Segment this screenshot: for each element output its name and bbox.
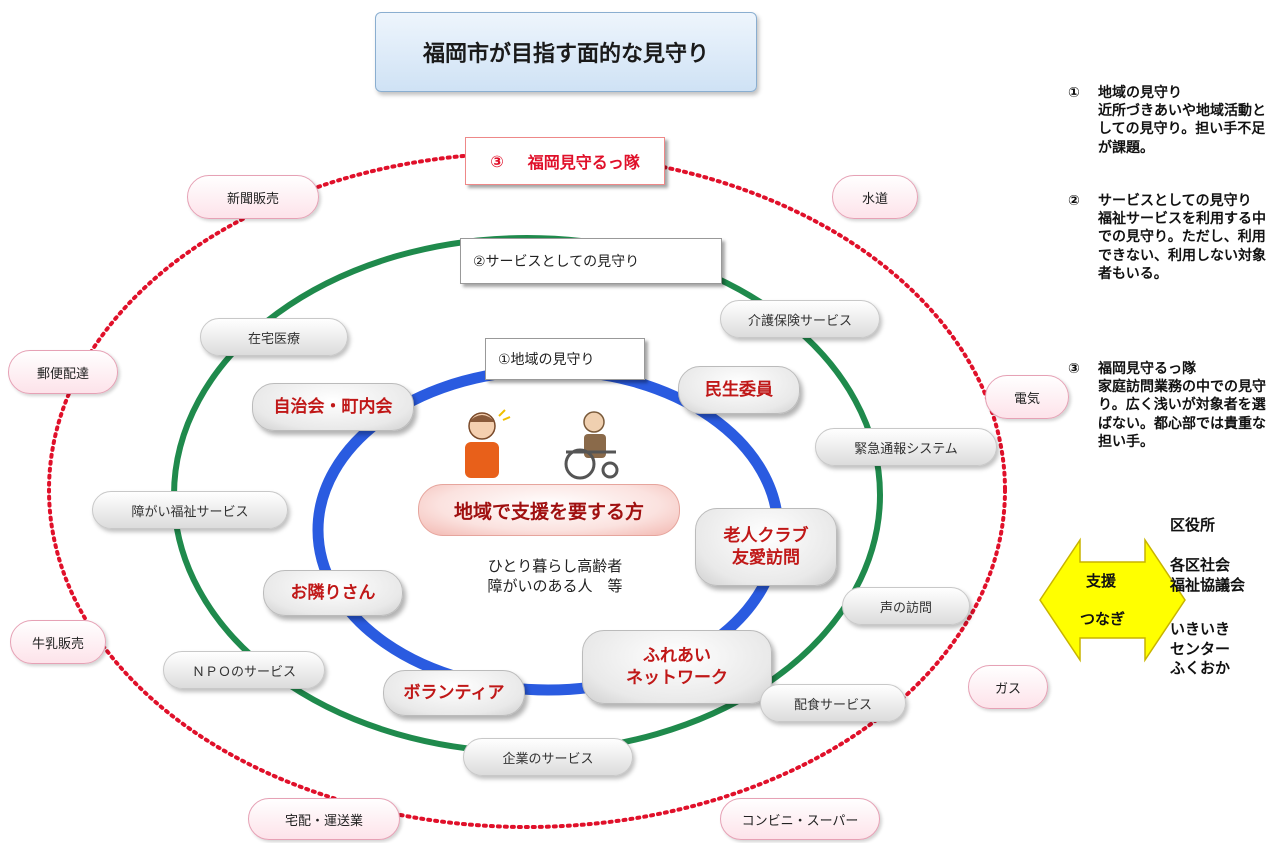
note-3-heading: 福岡見守るっ隊 bbox=[1098, 361, 1196, 377]
note-2-number: ② bbox=[1068, 193, 1080, 209]
note-1-body: 近所づきあいや地域活動としての見守り。担い手不足が課題。 bbox=[1098, 103, 1266, 156]
group-otonari: お隣りさん bbox=[263, 570, 403, 616]
note-2-heading: サービスとしての見守り bbox=[1098, 193, 1252, 209]
wheelchair-user-icon bbox=[564, 411, 619, 480]
agency-ikiiki: いきいき センター ふくおか bbox=[1170, 620, 1230, 679]
support-label: 支援 bbox=[1086, 572, 1117, 590]
group-fureai-network: ふれあい ネットワーク bbox=[582, 630, 772, 704]
partner-conbini: コンビニ・スーパー bbox=[720, 798, 880, 840]
service-haishoku: 配食サービス bbox=[760, 684, 906, 722]
note-2: ② サービスとしての見守り 福祉サービスを利用する中での見守り。ただし、利用できな… bbox=[1068, 192, 1274, 283]
partner-gas: ガス bbox=[968, 665, 1048, 709]
outer-label-number: ③ bbox=[490, 151, 504, 171]
page-title: 福岡市が目指す面的な見守り bbox=[375, 12, 757, 92]
service-kinkyu: 緊急通報システム bbox=[815, 428, 997, 466]
group-minsei: 民生委員 bbox=[678, 366, 800, 414]
fureai-line-2: ネットワーク bbox=[626, 668, 728, 688]
group-jichikai: 自治会・町内会 bbox=[252, 383, 414, 431]
note-2-body: 福祉サービスを利用する中での見守り。ただし、利用できない、利用しない対象者もいる… bbox=[1098, 211, 1266, 282]
elderly-person-icon bbox=[465, 409, 511, 478]
service-kaigo: 介護保険サービス bbox=[720, 300, 880, 338]
service-koe: 声の訪問 bbox=[842, 587, 970, 625]
note-1-number: ① bbox=[1068, 85, 1080, 101]
center-sub-line-1: ひとり暮らし高齢者 bbox=[487, 557, 623, 575]
note-3-body: 家庭訪問業務の中での見守り。広く浅いが対象者を選ばない。都心部では貴重な担い手。 bbox=[1098, 379, 1266, 450]
center-sub-line-2: 障がいのある人 等 bbox=[487, 577, 623, 596]
partner-takuhai: 宅配・運送業 bbox=[248, 798, 400, 840]
service-zaitaku: 在宅医療 bbox=[200, 318, 348, 356]
inner-ring-label: ①地域の見守り bbox=[485, 338, 645, 380]
note-1-heading: 地域の見守り bbox=[1098, 85, 1182, 101]
middle-ring-label: ②サービスとしての見守り bbox=[460, 238, 722, 284]
service-npo: ＮＰＯのサービス bbox=[163, 651, 325, 689]
group-volunteer: ボランティア bbox=[383, 670, 525, 716]
partner-denki: 電気 bbox=[985, 375, 1069, 419]
fureai-line-1: ふれあい bbox=[643, 645, 711, 666]
agency-shakyo-line-2: 福祉協議会 bbox=[1170, 575, 1246, 594]
agency-ikiiki-line-2: センター bbox=[1170, 639, 1231, 658]
partner-yusei: 郵便配達 bbox=[8, 350, 118, 394]
service-shogai: 障がい福祉サービス bbox=[92, 491, 288, 529]
outer-ring-label: ③ 福岡見守るっ隊 bbox=[465, 137, 665, 185]
agency-shakyo: 各区社会 福祉協議会 bbox=[1170, 556, 1245, 595]
partner-suido: 水道 bbox=[832, 175, 918, 219]
note-1: ① 地域の見守り 近所づきあいや地域活動としての見守り。担い手不足が課題。 bbox=[1068, 84, 1274, 157]
partner-gyunyu: 牛乳販売 bbox=[10, 620, 106, 664]
service-kigyo: 企業のサービス bbox=[463, 738, 633, 776]
connect-label: つなぎ bbox=[1080, 610, 1126, 628]
center-target-label: 地域で支援を要する方 bbox=[418, 484, 680, 536]
center-description: ひとり暮らし高齢者 障がいのある人 等 bbox=[470, 556, 640, 597]
support-arrow bbox=[1039, 537, 1186, 663]
agency-shakyo-line-1: 各区社会 bbox=[1170, 556, 1231, 574]
roujin-line-2: 友愛訪問 bbox=[732, 548, 800, 568]
agency-ikiiki-line-1: いきいき bbox=[1170, 620, 1231, 638]
outer-label-text: 福岡見守るっ隊 bbox=[527, 153, 640, 172]
note-3: ③ 福岡見守るっ隊 家庭訪問業務の中での見守り。広く浅いが対象者を選ばない。都心部… bbox=[1068, 360, 1274, 451]
note-3-number: ③ bbox=[1068, 361, 1080, 377]
agency-kuyakusho: 区役所 bbox=[1170, 516, 1216, 534]
agency-ikiiki-line-3: ふくおか bbox=[1170, 659, 1231, 677]
roujin-line-1: 老人クラブ bbox=[723, 525, 809, 546]
group-roujin-club: 老人クラブ 友愛訪問 bbox=[695, 508, 837, 586]
partner-shinbun: 新聞販売 bbox=[187, 175, 319, 219]
